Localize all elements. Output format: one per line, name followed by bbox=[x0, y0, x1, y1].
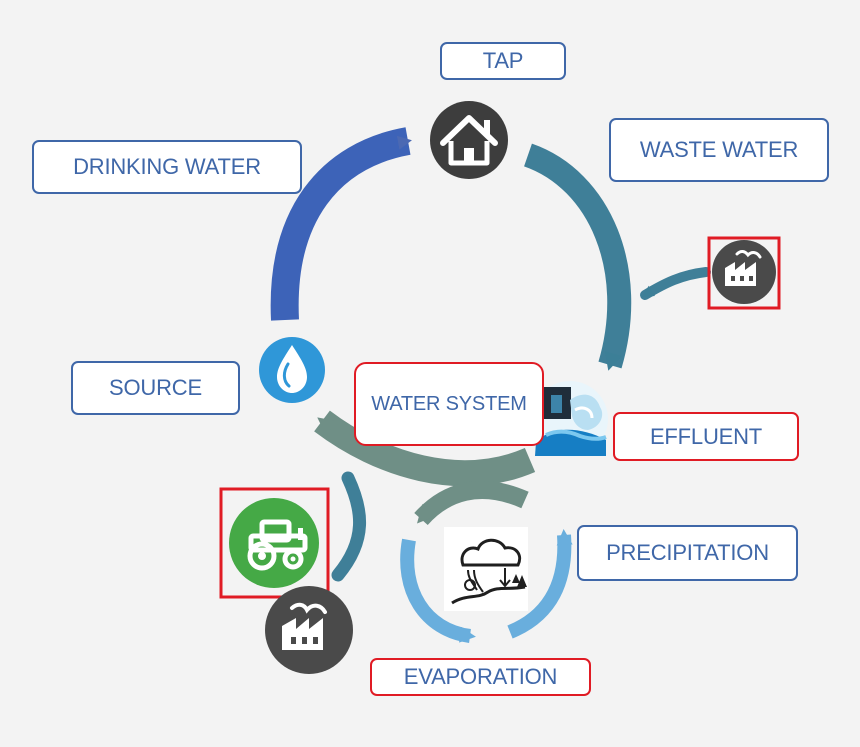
precipitation-label: PRECIPITATION bbox=[577, 525, 798, 581]
tractor-highlight bbox=[219, 487, 330, 599]
house-icon bbox=[430, 101, 508, 179]
effluent-label: EFFLUENT bbox=[613, 412, 799, 461]
water-system-label: WATER SYSTEM bbox=[354, 362, 544, 446]
arrow-effluent-to-precip-area bbox=[414, 481, 529, 526]
tap-label: TAP bbox=[440, 42, 566, 80]
tractor-icon bbox=[229, 498, 319, 588]
factory-highlight-top bbox=[707, 236, 781, 310]
arrow-tap-to-effluent bbox=[523, 143, 632, 371]
arrow-factory-to-effluent bbox=[640, 267, 711, 300]
drinking-water-label: DRINKING WATER bbox=[32, 140, 302, 194]
factory-icon-bottom bbox=[265, 586, 353, 674]
arrow-agriculture-to-source bbox=[331, 471, 367, 582]
factory-icon bbox=[712, 240, 776, 304]
waste-water-label: WASTE WATER bbox=[609, 118, 829, 182]
cloud-rain-icon bbox=[444, 527, 528, 611]
arrow-evaporation-left bbox=[400, 538, 476, 643]
evaporation-label: EVAPORATION bbox=[370, 658, 591, 696]
source-label: SOURCE bbox=[71, 361, 240, 415]
arrow-precipitation-right bbox=[507, 529, 573, 639]
arrow-source-to-tap bbox=[270, 127, 412, 321]
arrow-effluent-to-source bbox=[314, 410, 536, 487]
water-drop-icon bbox=[259, 337, 325, 403]
effluent-pipe-icon bbox=[532, 381, 608, 457]
